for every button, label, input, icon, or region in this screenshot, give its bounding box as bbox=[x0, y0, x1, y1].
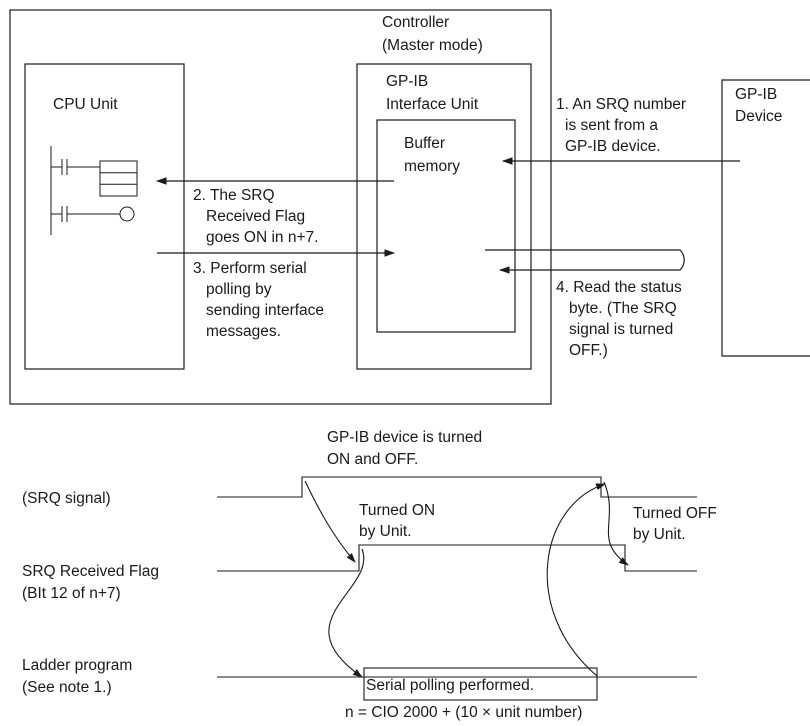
arrow-signal-to-flag-off bbox=[603, 481, 629, 566]
serial-polling-box bbox=[363, 667, 598, 701]
srq-signal-label: (SRQ signal) bbox=[22, 490, 111, 507]
svg-text:goes ON in n+7.: goes ON in n+7. bbox=[206, 229, 318, 246]
svg-text:Turned OFF: Turned OFF bbox=[633, 505, 717, 522]
buffer-label-line2: memory bbox=[404, 158, 460, 175]
srq-flag-waveform bbox=[217, 544, 697, 572]
svg-text:byte. (The SRQ: byte. (The SRQ bbox=[569, 300, 677, 317]
svg-text:SRQ Received Flag: SRQ Received Flag bbox=[22, 563, 159, 580]
cpu-unit-label: CPU Unit bbox=[53, 96, 118, 113]
svg-text:polling by: polling by bbox=[206, 281, 272, 298]
svg-text:ON and OFF.: ON and OFF. bbox=[327, 451, 418, 468]
ladder-rung-icon bbox=[50, 146, 138, 235]
gpib-interface-unit-box bbox=[356, 63, 532, 370]
svg-text:is sent from a: is sent from a bbox=[565, 117, 658, 134]
controller-box bbox=[9, 9, 552, 405]
svg-text:by Unit.: by Unit. bbox=[359, 523, 412, 540]
srq-signal-waveform bbox=[217, 476, 697, 498]
gpib-unit-label-line2: Interface Unit bbox=[386, 96, 479, 113]
turned-on-note: Turned ON by Unit. bbox=[359, 502, 435, 540]
cpu-unit-box bbox=[24, 63, 185, 370]
svg-text:sending interface: sending interface bbox=[206, 302, 324, 319]
step1-text: 1. An SRQ number is sent from a GP-IB de… bbox=[556, 96, 686, 155]
svg-text:Received Flag: Received Flag bbox=[206, 208, 305, 225]
gpib-unit-label-line1: GP-IB bbox=[386, 73, 428, 90]
srq-flag-label: SRQ Received Flag (BIt 12 of n+7) bbox=[22, 563, 159, 602]
svg-text:messages.: messages. bbox=[206, 323, 281, 340]
ladder-program-label: Ladder program (See note 1.) bbox=[22, 657, 132, 696]
serial-polling-label: Serial polling performed. bbox=[366, 677, 534, 694]
step4-text: 4. Read the status byte. (The SRQ signal… bbox=[556, 279, 682, 359]
gpib-device-label-line1: GP-IB bbox=[735, 86, 777, 103]
gpib-device-box bbox=[721, 79, 810, 357]
footnote: n = CIO 2000 + (10 × unit number) bbox=[345, 704, 582, 721]
controller-title: Controller bbox=[382, 14, 449, 31]
svg-text:GP-IB device is turned: GP-IB device is turned bbox=[327, 429, 482, 446]
svg-text:4. Read the status: 4. Read the status bbox=[556, 279, 682, 296]
device-note: GP-IB device is turned ON and OFF. bbox=[327, 429, 482, 468]
svg-text:GP-IB device.: GP-IB device. bbox=[565, 138, 661, 155]
arrow-signal-to-flag bbox=[304, 480, 356, 563]
controller-mode: (Master mode) bbox=[382, 37, 483, 54]
arrow-read-status-byte bbox=[485, 249, 685, 274]
buffer-label-line1: Buffer bbox=[404, 135, 445, 152]
turned-off-note: Turned OFF by Unit. bbox=[633, 505, 717, 543]
gpib-device-label-line2: Device bbox=[735, 108, 782, 125]
step3-text: 3. Perform serial polling by sending int… bbox=[193, 260, 324, 340]
svg-text:(BIt 12 of n+7): (BIt 12 of n+7) bbox=[22, 585, 121, 602]
svg-text:3. Perform serial: 3. Perform serial bbox=[193, 260, 307, 277]
svg-text:OFF.): OFF.) bbox=[569, 342, 608, 359]
svg-text:Turned ON: Turned ON bbox=[359, 502, 435, 519]
buffer-memory-box bbox=[376, 119, 516, 333]
arrow-flag-to-polling bbox=[328, 548, 365, 678]
step2-text: 2. The SRQ Received Flag goes ON in n+7. bbox=[193, 187, 318, 246]
svg-text:by Unit.: by Unit. bbox=[633, 526, 686, 543]
svg-text:signal is turned: signal is turned bbox=[569, 321, 673, 338]
svg-text:1. An SRQ number: 1. An SRQ number bbox=[556, 96, 686, 113]
arrow-polling-to-signal bbox=[546, 483, 606, 677]
svg-text:(See note 1.): (See note 1.) bbox=[22, 679, 112, 696]
svg-text:2. The SRQ: 2. The SRQ bbox=[193, 187, 275, 204]
svg-text:Ladder program: Ladder program bbox=[22, 657, 132, 674]
